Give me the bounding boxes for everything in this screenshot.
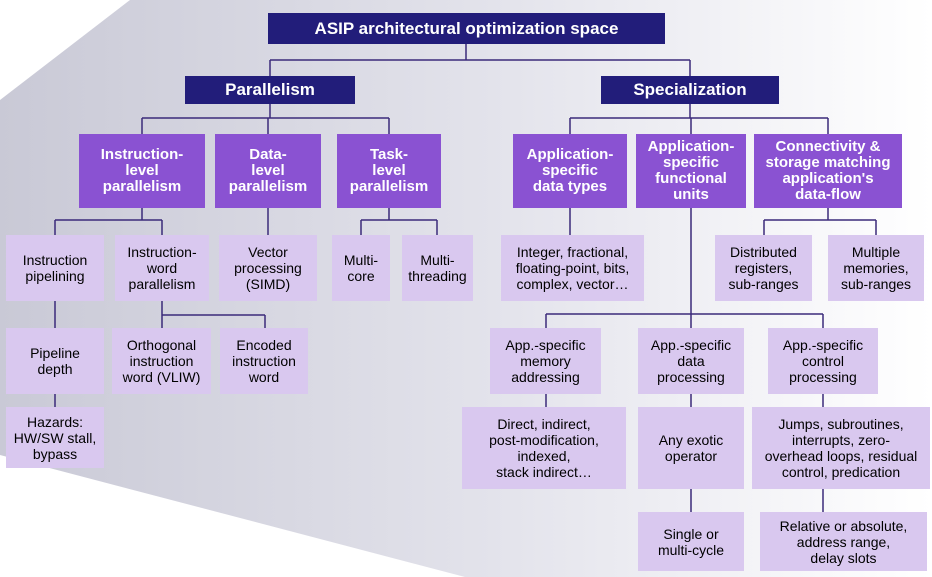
node-multi-threading: Multi- threading (402, 235, 473, 301)
node-control-list: Jumps, subroutines, interrupts, zero- ov… (752, 407, 930, 489)
diagram-title: ASIP architectural optimization space (268, 13, 665, 44)
node-hazards: Hazards: HW/SW stall, bypass (6, 407, 104, 468)
node-app-specific-memory-addressing: App.-specific memory addressing (490, 328, 601, 394)
node-app-specific-data-processing: App.-specific data processing (638, 328, 744, 394)
node-task-level-parallelism: Task- level parallelism (337, 134, 441, 208)
node-application-specific-data-types: Application- specific data types (513, 134, 627, 208)
node-data-level-parallelism: Data- level parallelism (215, 134, 321, 208)
node-parallelism: Parallelism (185, 76, 355, 104)
node-instruction-word-parallelism: Instruction- word parallelism (115, 235, 209, 301)
node-orthogonal-instruction-word: Orthogonal instruction word (VLIW) (112, 328, 211, 394)
node-relative-or-absolute: Relative or absolute, address range, del… (760, 512, 927, 571)
node-addressing-modes: Direct, indirect, post-modification, ind… (462, 407, 626, 489)
node-instruction-pipelining: Instruction pipelining (6, 235, 104, 301)
node-specialization: Specialization (601, 76, 779, 104)
node-multiple-memories: Multiple memories, sub-ranges (828, 235, 924, 301)
node-distributed-registers: Distributed registers, sub-ranges (715, 235, 812, 301)
node-single-or-multi-cycle: Single or multi-cycle (638, 512, 744, 571)
node-vector-processing: Vector processing (SIMD) (219, 235, 317, 301)
node-encoded-instruction-word: Encoded instruction word (220, 328, 308, 394)
node-application-specific-functional-units: Application- specific functional units (636, 134, 746, 208)
node-connectivity-storage: Connectivity & storage matching applicat… (754, 134, 902, 208)
node-exotic-operator: Any exotic operator (638, 407, 744, 489)
node-multi-core: Multi- core (332, 235, 390, 301)
node-instruction-level-parallelism: Instruction- level parallelism (79, 134, 205, 208)
node-app-specific-control-processing: App.-specific control processing (768, 328, 878, 394)
node-pipeline-depth: Pipeline depth (6, 328, 104, 394)
node-data-types-list: Integer, fractional, floating-point, bit… (501, 235, 644, 301)
